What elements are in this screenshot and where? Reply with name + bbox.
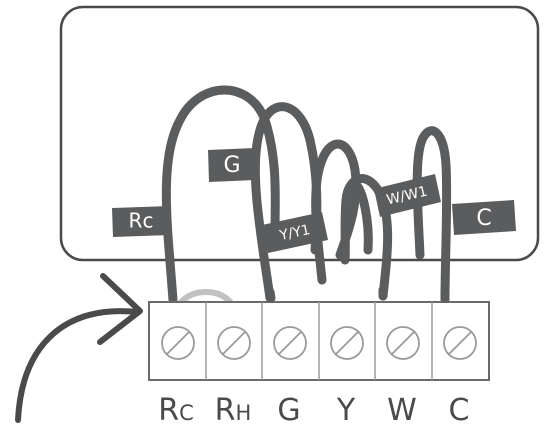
tag-rc-label: Rc — [129, 209, 154, 233]
wire-w — [340, 174, 393, 301]
wire-tags: Rc G Y/Y1 W/W1 C — [112, 148, 516, 253]
screw-icon — [386, 326, 420, 360]
screw-icon — [273, 326, 307, 360]
wire-ends — [265, 285, 450, 303]
tag-y: Y/Y1 — [262, 212, 328, 253]
screw-icon — [330, 326, 364, 360]
terminal-labels: RC RH G Y W C — [158, 393, 469, 426]
terminal-label-y: Y — [336, 393, 356, 426]
screw-icon — [161, 326, 195, 360]
terminal-label-g: G — [277, 393, 300, 426]
curved-arrow-icon — [15, 273, 143, 423]
tag-c: C — [452, 200, 516, 235]
wire-w-loop — [351, 180, 373, 255]
screw-icon — [443, 326, 477, 360]
screw-icon — [217, 326, 251, 360]
tag-y-label: Y/Y1 — [277, 222, 311, 244]
terminal-label-c: C — [449, 393, 470, 426]
terminal-label-rh: RH — [215, 393, 252, 426]
tag-w: W/W1 — [374, 174, 441, 217]
tag-c-label: C — [476, 206, 491, 231]
terminal-label-rc: RC — [158, 393, 194, 426]
tag-g-label: G — [223, 153, 240, 178]
tag-g: G — [208, 148, 256, 182]
tag-rc: Rc — [112, 206, 171, 237]
terminal-label-w: W — [387, 393, 417, 426]
terminal-block — [148, 301, 490, 381]
